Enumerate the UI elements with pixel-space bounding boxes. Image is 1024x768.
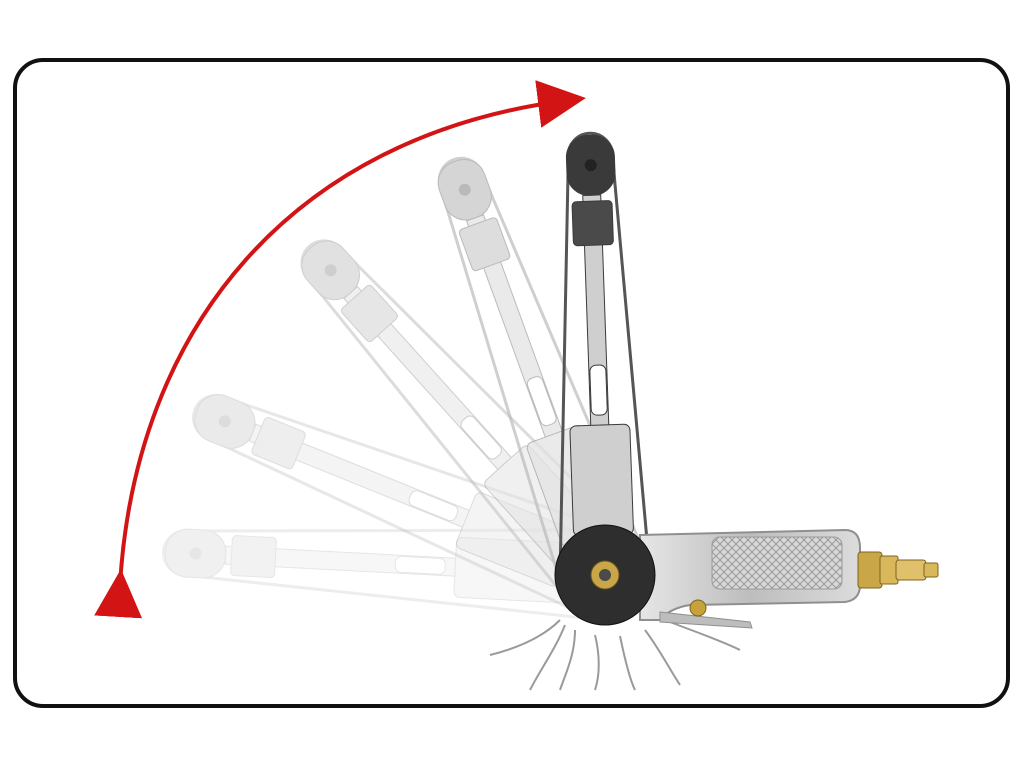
contact-wheel	[554, 524, 656, 626]
tool-arm-position-5	[558, 131, 652, 577]
knurled-grip	[711, 536, 843, 590]
air-coupling-icon	[857, 551, 939, 589]
belt-fan-lines	[489, 619, 741, 691]
tool-arm-positions	[162, 131, 652, 622]
double-headed-curved-arrow-icon	[94, 80, 586, 619]
sander-handle	[639, 528, 861, 629]
tool-arm-position-1	[162, 528, 608, 622]
